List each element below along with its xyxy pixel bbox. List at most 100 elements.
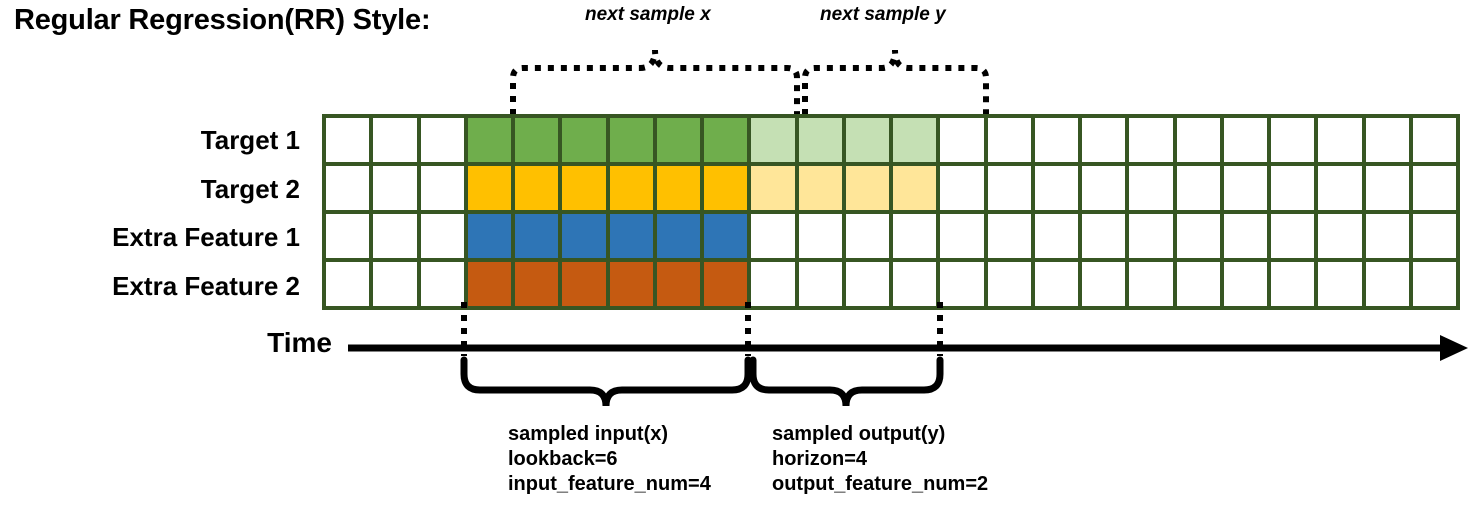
- solid-brace-sampled-input: [460, 356, 752, 407]
- top-brace-overlay: [510, 49, 989, 115]
- grid-cell: [845, 166, 889, 210]
- grid-cell: [704, 118, 748, 162]
- page-title: Regular Regression(RR) Style:: [14, 4, 431, 36]
- grid-cell: [1318, 118, 1362, 162]
- caption-output-line-1: sampled output(y): [772, 423, 946, 445]
- grid-cell: [893, 262, 937, 306]
- grid-cell: [656, 118, 700, 162]
- grid-cell: [326, 118, 370, 162]
- grid-cell: [1034, 166, 1078, 210]
- row-label-extra-feature-1: Extra Feature 1: [112, 222, 300, 252]
- grid-cell: [1365, 214, 1409, 258]
- row-label-column: Target 1 Target 2 Extra Feature 1 Extra …: [0, 116, 310, 310]
- grid-cell: [1412, 166, 1456, 210]
- label-next-sample-x: next sample x: [585, 4, 711, 25]
- grid-cell: [467, 214, 511, 258]
- grid-cell: [373, 262, 417, 306]
- grid-cell: [562, 118, 606, 162]
- caption-sampled-output: sampled output(y) horizon=4 output_featu…: [772, 422, 988, 497]
- grid-cell: [373, 118, 417, 162]
- grid-cell: [845, 118, 889, 162]
- grid-cell: [1365, 262, 1409, 306]
- grid-cell: [798, 214, 842, 258]
- grid-cell: [1412, 214, 1456, 258]
- grid-cell: [1271, 166, 1315, 210]
- grid-cell: [515, 166, 559, 210]
- grid-cell: [1271, 118, 1315, 162]
- grid-row: [326, 118, 1456, 162]
- grid-cell: [1318, 214, 1362, 258]
- grid-cell: [467, 262, 511, 306]
- grid-cell: [420, 262, 464, 306]
- grid-cell: [940, 118, 984, 162]
- grid-cell: [893, 118, 937, 162]
- grid-cell: [420, 214, 464, 258]
- grid-cell: [326, 262, 370, 306]
- grid-row: [326, 214, 1456, 258]
- grid-cell: [704, 214, 748, 258]
- grid-cell: [562, 214, 606, 258]
- grid-cell: [1129, 118, 1173, 162]
- grid-cell: [515, 214, 559, 258]
- caption-input-line-2: lookback=6: [508, 448, 618, 470]
- grid-cell: [1034, 214, 1078, 258]
- grid-cell: [1412, 262, 1456, 306]
- grid-cell: [656, 214, 700, 258]
- dotted-brace-next-x: [510, 49, 800, 115]
- grid-cell: [420, 166, 464, 210]
- grid-cell: [751, 118, 795, 162]
- grid-cell: [467, 118, 511, 162]
- grid-cell: [1318, 262, 1362, 306]
- grid-cell: [893, 166, 937, 210]
- grid-cell: [940, 166, 984, 210]
- grid-cell: [515, 262, 559, 306]
- dotted-brace-next-y: [802, 49, 989, 115]
- grid-cell: [940, 214, 984, 258]
- grid-cell: [940, 262, 984, 306]
- grid-cell: [893, 214, 937, 258]
- timeseries-grid: [322, 114, 1460, 310]
- grid-cell: [1271, 262, 1315, 306]
- grid-cell: [1271, 214, 1315, 258]
- grid-cell: [751, 262, 795, 306]
- grid-cell: [1223, 118, 1267, 162]
- grid-cell: [326, 166, 370, 210]
- row-label-target-1: Target 1: [200, 125, 300, 155]
- grid-cell: [1176, 214, 1220, 258]
- caption-input-line-3: input_feature_num=4: [508, 473, 711, 495]
- grid-cell: [1082, 214, 1126, 258]
- caption-output-line-3: output_feature_num=2: [772, 473, 989, 495]
- time-axis-arrow: [348, 335, 1468, 361]
- grid-cell: [1365, 118, 1409, 162]
- grid-cell: [609, 118, 653, 162]
- caption-input-line-1: sampled input(x): [508, 423, 669, 445]
- grid-cell: [373, 166, 417, 210]
- grid-cell: [1082, 118, 1126, 162]
- grid-cell: [1223, 262, 1267, 306]
- grid-cell: [562, 262, 606, 306]
- grid-cell: [845, 262, 889, 306]
- grid-cell: [420, 118, 464, 162]
- grid-cell: [373, 214, 417, 258]
- label-next-sample-y: next sample y: [820, 4, 946, 25]
- grid-cell: [987, 118, 1031, 162]
- grid-cell: [656, 166, 700, 210]
- grid-cell: [326, 214, 370, 258]
- grid-cell: [1223, 166, 1267, 210]
- grid-cell: [1082, 166, 1126, 210]
- grid-cell: [1365, 166, 1409, 210]
- grid-cell: [1129, 262, 1173, 306]
- grid-cell: [798, 166, 842, 210]
- time-axis-label: Time: [267, 327, 332, 358]
- grid-cell: [1129, 214, 1173, 258]
- solid-brace-sampled-output: [749, 356, 944, 407]
- grid-cell: [1129, 166, 1173, 210]
- grid-cell: [751, 214, 795, 258]
- grid-cell: [1176, 118, 1220, 162]
- grid-cell: [845, 214, 889, 258]
- caption-sampled-input: sampled input(x) lookback=6 input_featur…: [508, 422, 711, 497]
- grid-cell: [1034, 118, 1078, 162]
- grid-cell: [798, 262, 842, 306]
- grid-cell: [467, 166, 511, 210]
- grid-cell: [751, 166, 795, 210]
